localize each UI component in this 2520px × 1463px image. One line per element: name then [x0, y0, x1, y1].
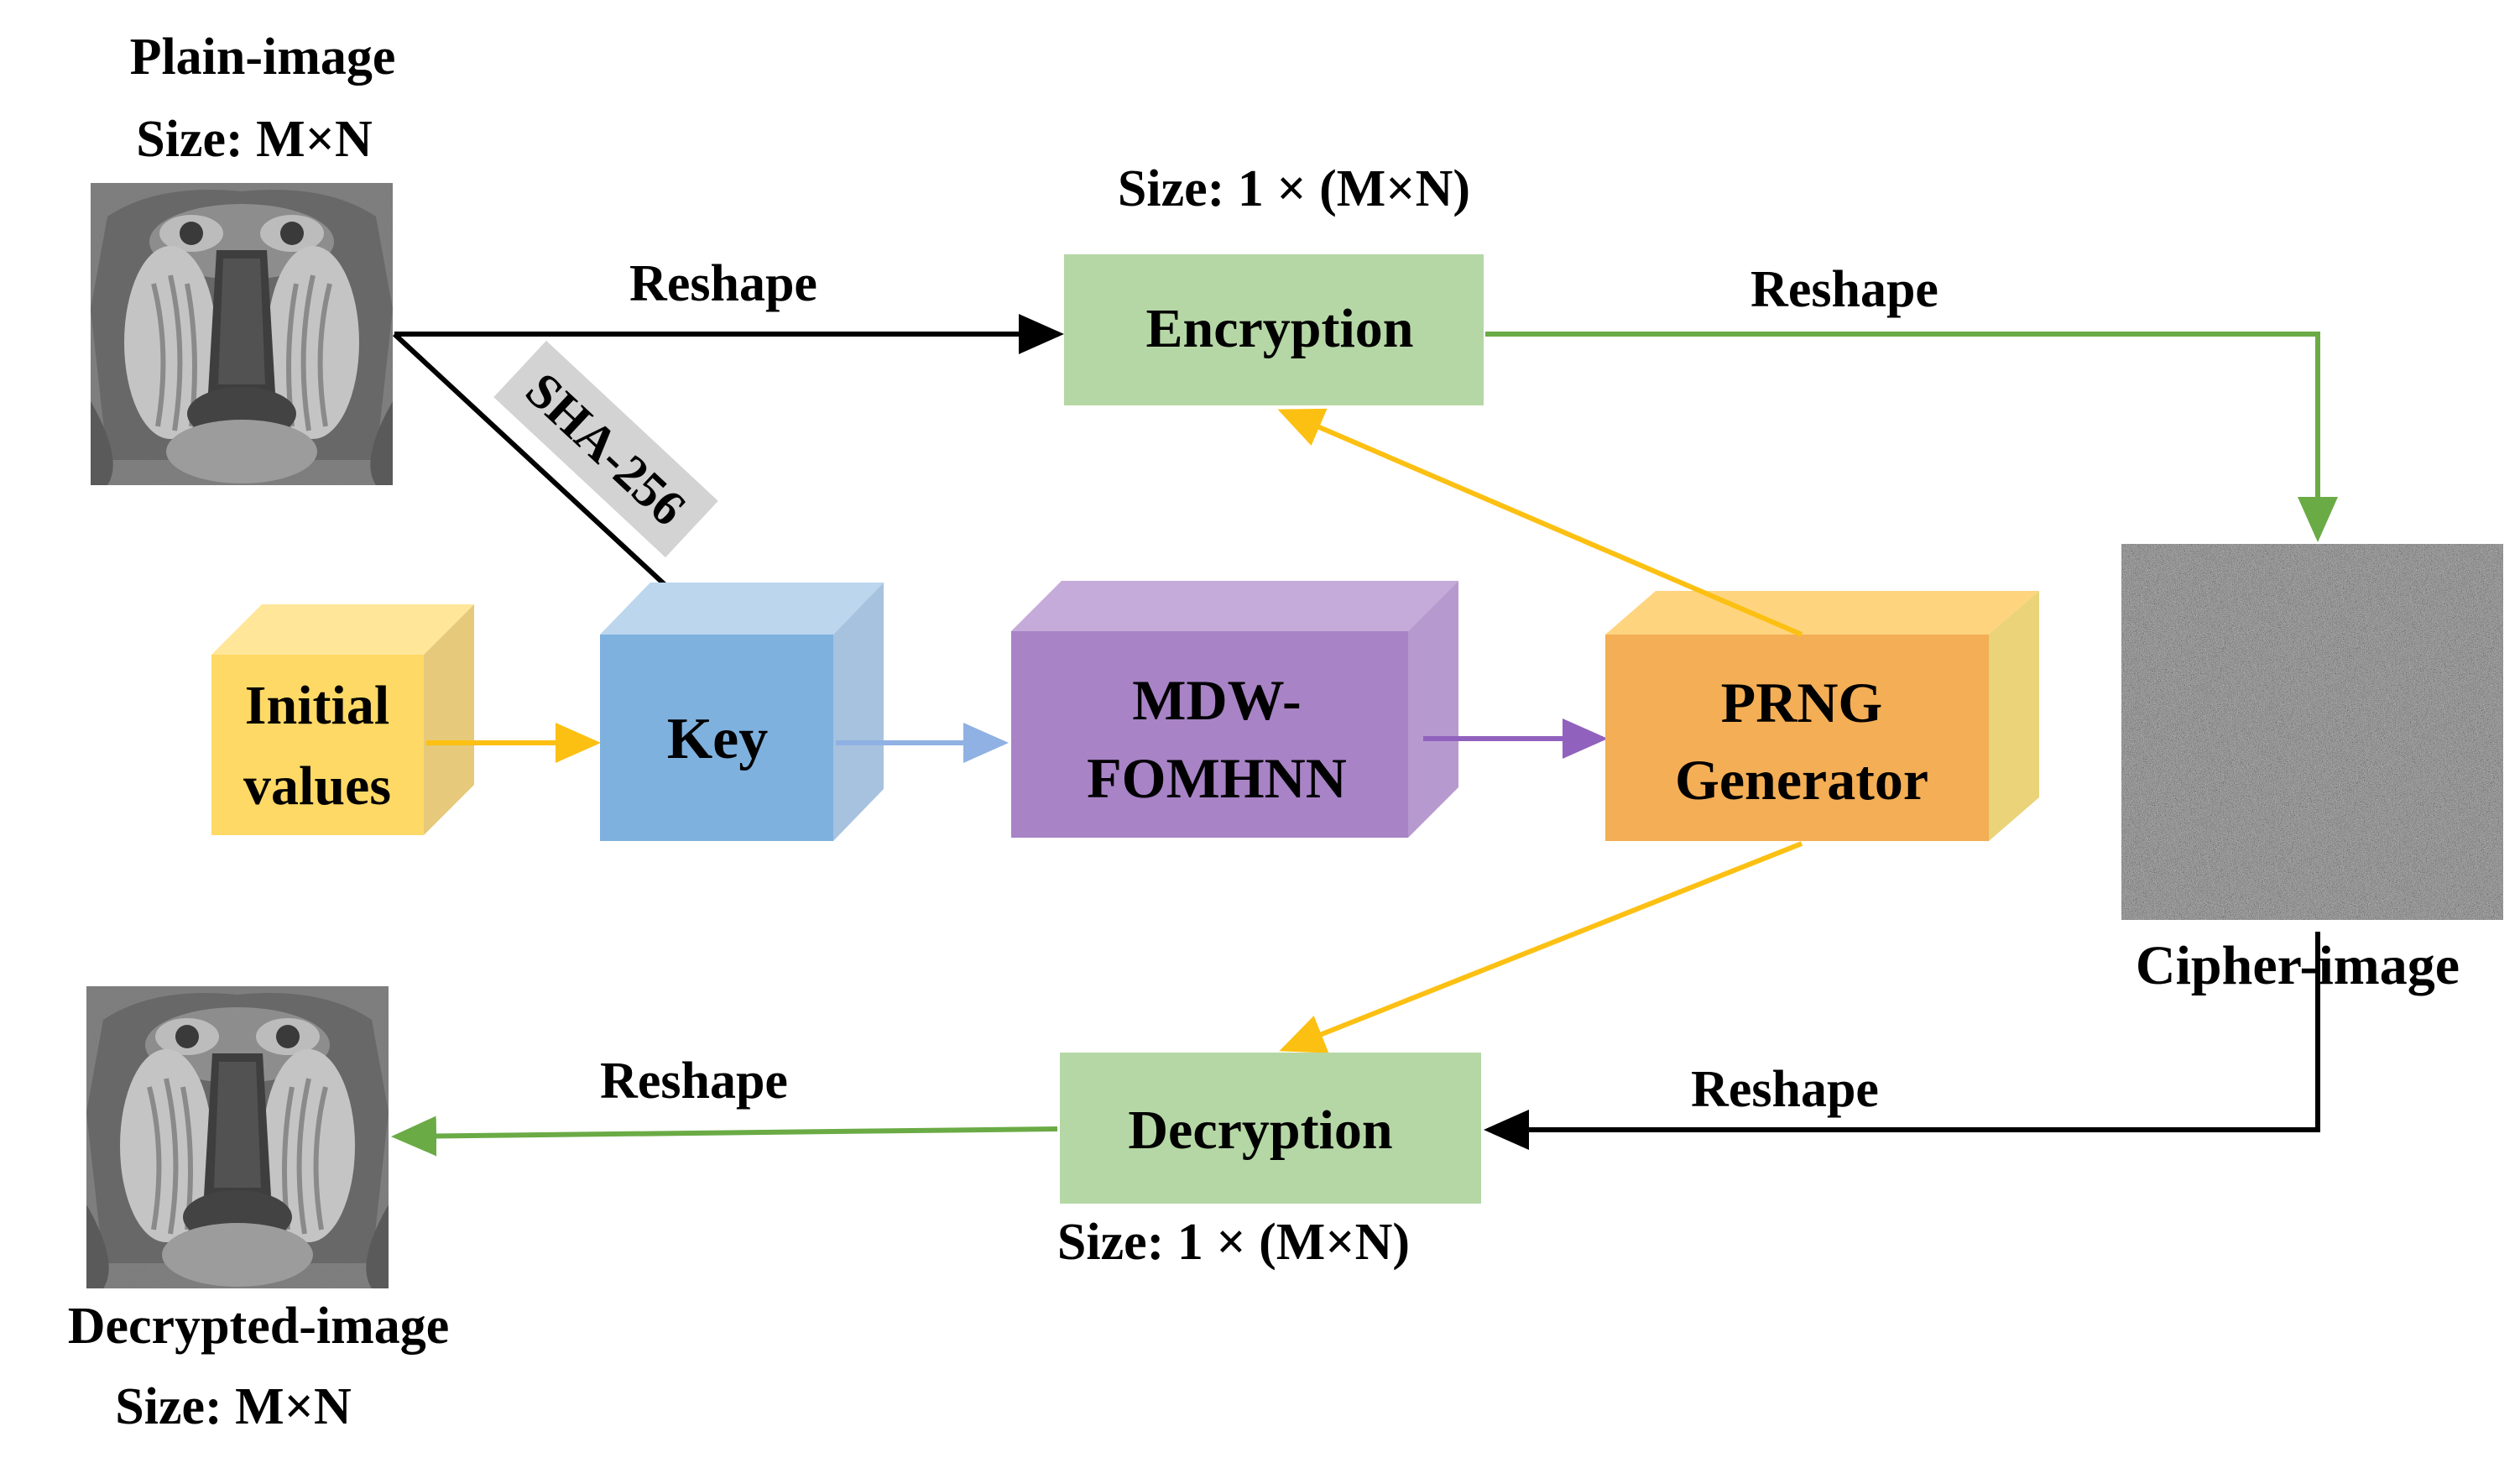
encryption-label: Encryption	[1145, 298, 1413, 359]
prng-generator-cube: PRNG Generator	[1605, 591, 2039, 841]
cipher-image	[2121, 544, 2503, 920]
arrow-cipher-to-decryption	[1484, 932, 2320, 1150]
reshape-label-cipher-to-decryption: Reshape	[1691, 1061, 1879, 1118]
encryption-size-label: Size: 1 × (M×N)	[1118, 160, 1470, 217]
reshape-label-plain-to-encryption: Reshape	[629, 255, 817, 312]
decryption-size-label: Size: 1 × (M×N)	[1057, 1214, 1410, 1271]
initial-values-line2: values	[243, 755, 391, 817]
arrow-decryption-to-output	[391, 1116, 1058, 1157]
arrow-prng-to-decryption	[1279, 841, 1803, 1053]
initial-values-cube: Initial values	[211, 604, 474, 835]
key-label: Key	[667, 707, 769, 771]
arrow-plain-to-key	[392, 332, 719, 635]
encryption-box: Encryption	[1064, 254, 1484, 405]
reshape-label-decryption-to-output: Reshape	[600, 1053, 788, 1110]
mdw-fomhnn-line1: MDW-	[1132, 668, 1301, 732]
decryption-label: Decryption	[1128, 1100, 1392, 1161]
mdw-fomhnn-line2: FOMHNN	[1087, 746, 1347, 810]
decrypted-image	[86, 986, 389, 1288]
prng-line1: PRNG	[1721, 671, 1883, 734]
mdw-fomhnn-cube: MDW- FOMHNN	[1011, 581, 1458, 838]
plain-image-size: Size: M×N	[136, 111, 373, 168]
key-cube: Key	[600, 583, 884, 841]
plain-image-title: Plain-image	[130, 29, 396, 86]
sha-256-label: SHA-256	[515, 362, 697, 536]
sha-256-badge: SHA-256	[493, 340, 718, 558]
plain-image	[91, 183, 393, 485]
reshape-label-encryption-to-cipher: Reshape	[1750, 261, 1938, 318]
cipher-image-title: Cipher-image	[2136, 935, 2460, 996]
arrow-prng-to-encryption	[1277, 408, 1803, 637]
decrypted-image-title: Decrypted-image	[68, 1298, 450, 1355]
arrow-encryption-to-cipher	[1485, 332, 2338, 542]
decryption-box: Decryption	[1060, 1053, 1481, 1204]
initial-values-line1: Initial	[245, 675, 389, 736]
decrypted-image-size: Size: M×N	[115, 1378, 352, 1435]
prng-line2: Generator	[1675, 748, 1928, 812]
